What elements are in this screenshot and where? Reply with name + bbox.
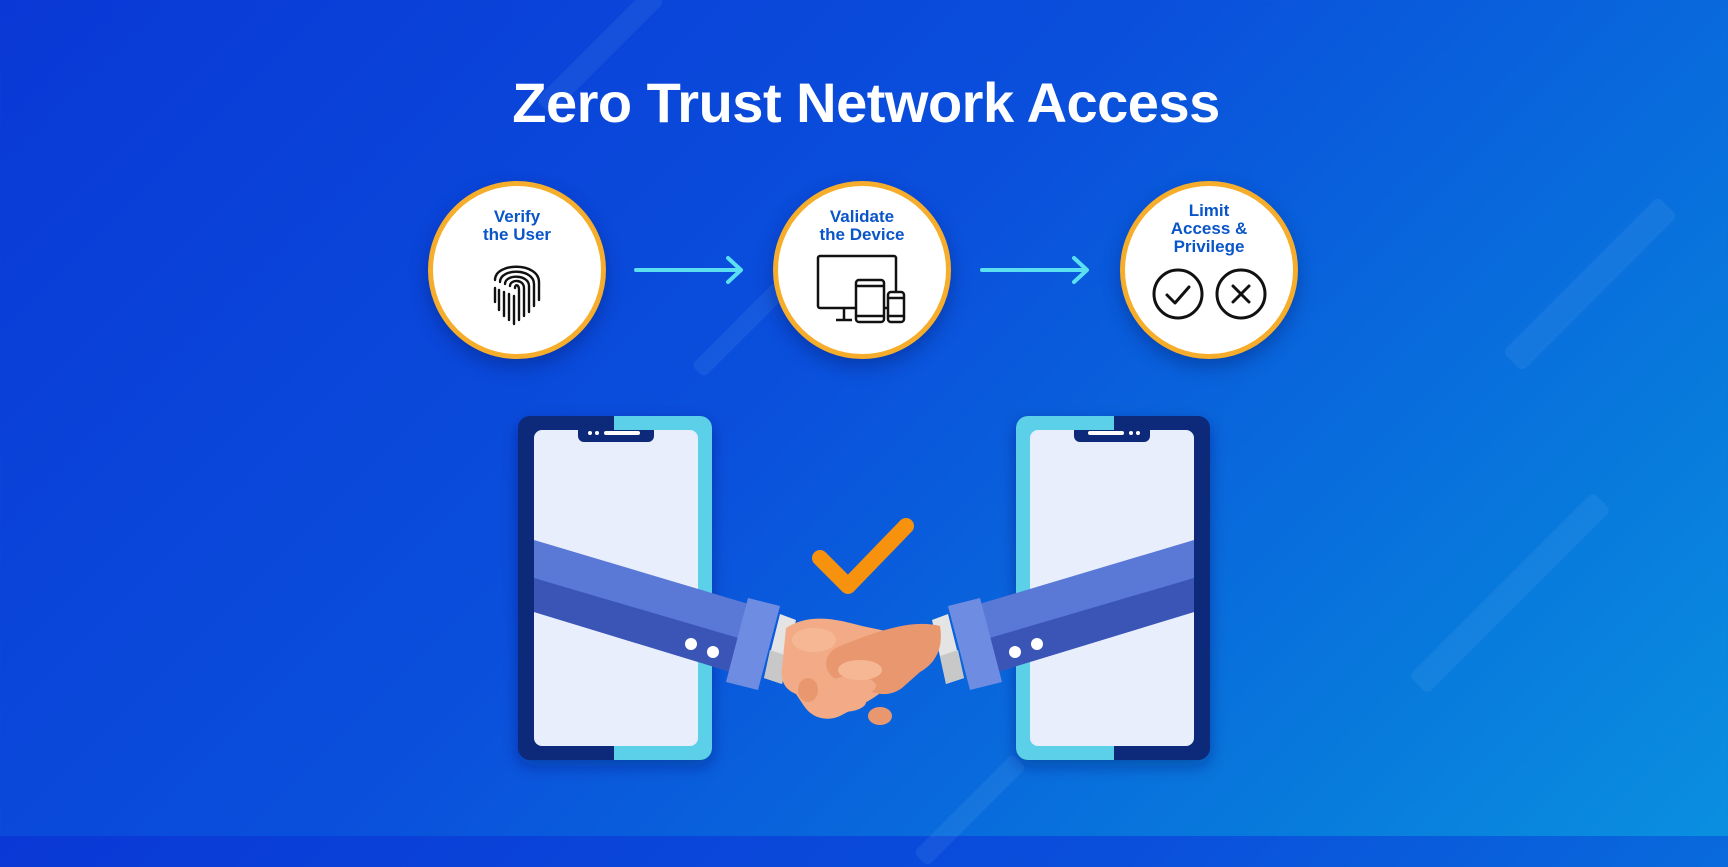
arrow-icon	[634, 256, 743, 284]
step-label: Validate the Device	[819, 207, 905, 244]
page-title: Zero Trust Network Access	[512, 71, 1220, 134]
step-label: Limit Access & Privilege	[1170, 201, 1248, 256]
check-circle-icon	[1152, 268, 1204, 320]
fingerprint-icon	[485, 250, 549, 335]
devices-icon	[814, 250, 910, 331]
handshake-hands	[781, 618, 941, 725]
arrow-icon	[980, 256, 1089, 284]
x-circle-icon	[1215, 268, 1267, 320]
approval-check-icon	[812, 518, 914, 594]
step-limit-access: Limit Access & Privilege	[1120, 181, 1298, 359]
step-label: Verify the User	[482, 207, 552, 244]
right-arm	[932, 540, 1194, 690]
left-arm	[534, 540, 796, 690]
allow-deny-icon	[1150, 266, 1268, 327]
step-validate-device: Validate the Device	[773, 181, 951, 359]
step-verify-user: Verify the User	[428, 181, 606, 359]
handshake-illustration	[518, 416, 1210, 760]
